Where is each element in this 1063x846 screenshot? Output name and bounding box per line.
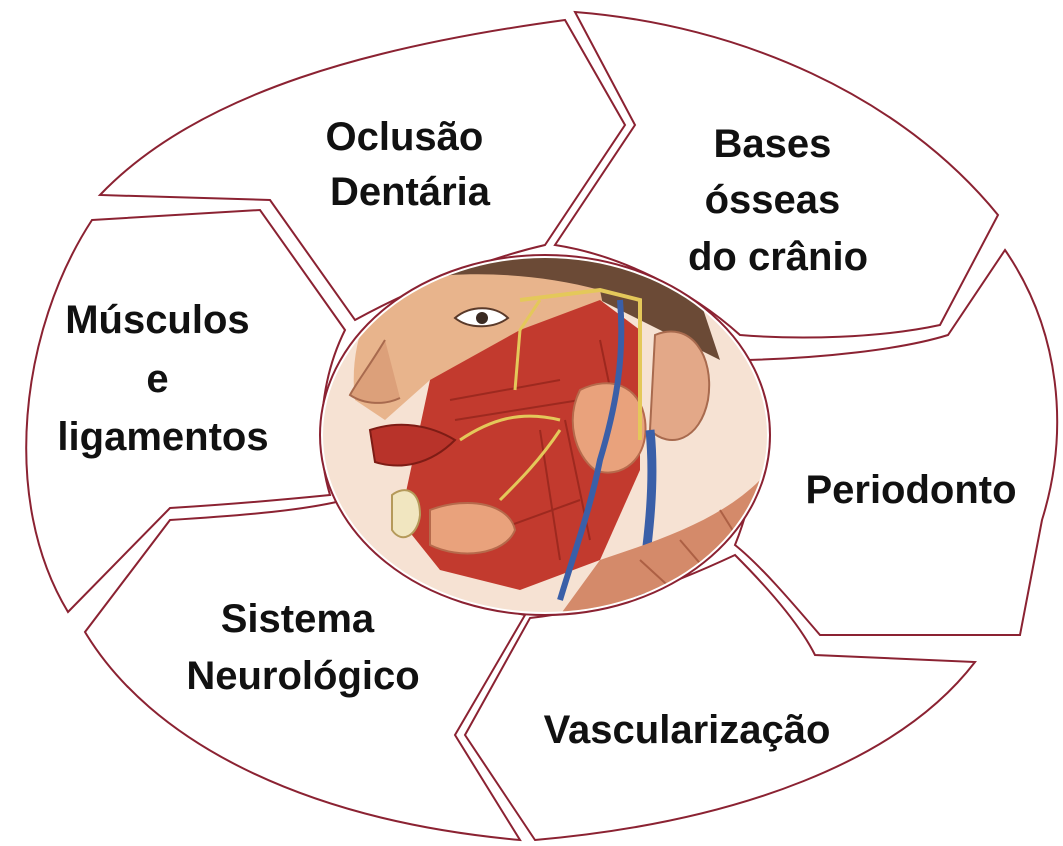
label-periodonto: Periodonto bbox=[805, 468, 1016, 512]
label-line: do crânio bbox=[688, 235, 868, 279]
label-line: Vascularização bbox=[544, 708, 831, 752]
label-line: e bbox=[146, 357, 168, 401]
label-line: Sistema bbox=[221, 597, 375, 641]
label-line: Bases bbox=[714, 122, 832, 166]
label-bases-osseas: Bases ósseas do crânio bbox=[688, 122, 868, 279]
label-line: Oclusão bbox=[326, 115, 484, 159]
label-line: Músculos bbox=[65, 298, 249, 342]
label-line: ósseas bbox=[705, 178, 841, 222]
mandible-bone-icon bbox=[392, 490, 420, 537]
label-line: Neurológico bbox=[186, 654, 419, 698]
label-line: Dentária bbox=[330, 170, 491, 214]
label-vascularizacao: Vascularização bbox=[544, 708, 831, 752]
label-line: Periodonto bbox=[805, 468, 1016, 512]
label-line: ligamentos bbox=[57, 415, 268, 459]
